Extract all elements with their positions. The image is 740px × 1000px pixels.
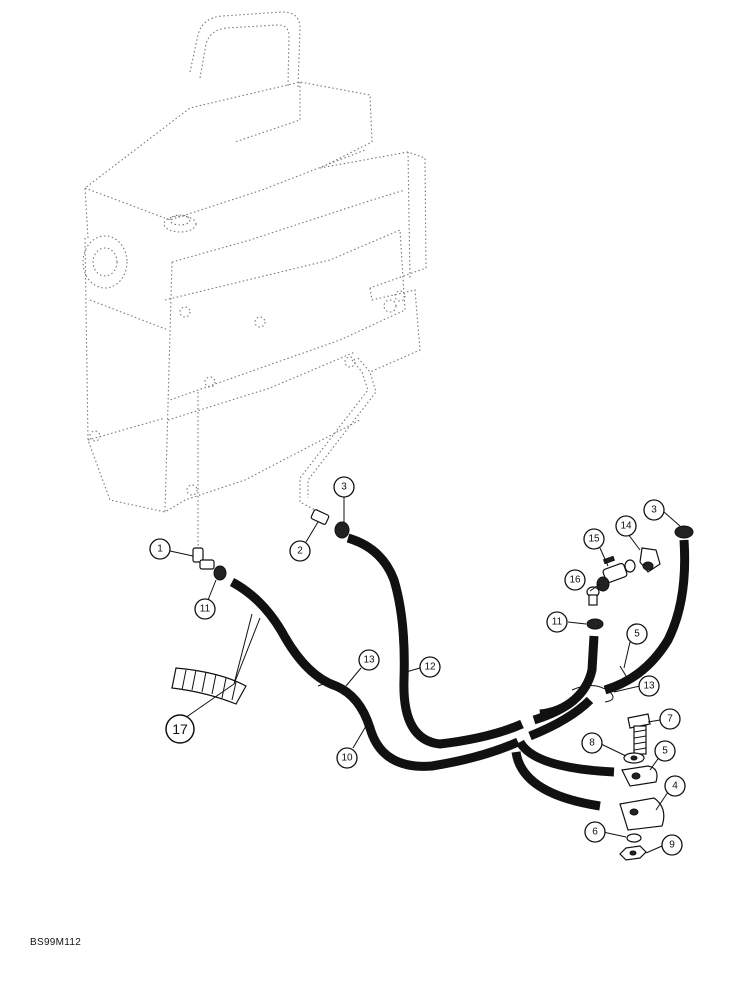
elbow-fitting-14: [639, 547, 661, 573]
engine-outline: [82, 11, 427, 548]
callout-7: 7: [659, 708, 681, 730]
callout-1: 1: [149, 538, 171, 560]
svg-text:14: 14: [620, 521, 632, 532]
tie-strap-13-right: [571, 685, 614, 703]
svg-text:3: 3: [651, 505, 657, 516]
svg-text:3: 3: [341, 482, 347, 493]
svg-text:4: 4: [672, 781, 678, 792]
callout-3: 3: [643, 499, 665, 521]
callout-5: 5: [654, 740, 676, 762]
double-clamp-4: [619, 797, 665, 831]
svg-text:9: 9: [669, 840, 675, 851]
single-clamp-5: [621, 765, 658, 787]
fittings: [171, 509, 694, 861]
callout-12: 12: [419, 656, 441, 678]
callout-4: 4: [664, 775, 686, 797]
svg-text:13: 13: [643, 681, 655, 692]
hose-clamp-11-right: [586, 618, 604, 630]
svg-text:15: 15: [588, 534, 600, 545]
callout-14: 14: [615, 515, 637, 537]
svg-text:10: 10: [341, 753, 353, 764]
svg-text:16: 16: [569, 575, 581, 586]
leader-lines: [169, 496, 681, 854]
shutoff-valve-15: [596, 555, 636, 592]
tie-strap-5: [619, 665, 627, 677]
callout-10: 10: [336, 747, 358, 769]
svg-text:11: 11: [552, 617, 563, 628]
washer-hole-icon: [630, 755, 638, 761]
callout-11: 11: [546, 611, 568, 633]
svg-text:7: 7: [667, 714, 673, 725]
callout-11: 11: [194, 598, 216, 620]
figure-code: BS99M112: [30, 937, 82, 948]
callout-6: 6: [584, 821, 606, 843]
svg-text:8: 8: [589, 738, 595, 749]
svg-text:13: 13: [363, 655, 375, 666]
callout-15: 15: [583, 528, 605, 550]
svg-text:6: 6: [592, 827, 598, 838]
svg-text:1: 1: [157, 544, 163, 555]
hose-sleeve-17: [171, 667, 247, 705]
lock-washer-6: [626, 833, 642, 843]
callout-2: 2: [289, 540, 311, 562]
callout-16: 16: [564, 569, 586, 591]
callout-17: 17: [165, 714, 195, 744]
elbow-fitting-1: [192, 547, 227, 581]
svg-text:11: 11: [200, 604, 211, 615]
fitting-16: [586, 586, 600, 606]
svg-text:5: 5: [634, 629, 640, 640]
hose-clamp-3-right: [674, 525, 694, 539]
callout-13: 13: [358, 649, 380, 671]
callouts: 1 2 3 3 4 5 5 6 7 8 9 10 11 11 12 13 13 …: [149, 476, 686, 856]
tie-strap-13-left: [317, 682, 351, 693]
svg-text:12: 12: [424, 662, 436, 673]
callout-5: 5: [626, 623, 648, 645]
nut-9: [619, 845, 647, 861]
hoses: [229, 533, 690, 811]
callout-9: 9: [661, 834, 683, 856]
callout-8: 8: [581, 732, 603, 754]
bolt-7: [627, 713, 651, 755]
svg-text:2: 2: [297, 546, 303, 557]
straight-fitting-2: [310, 509, 350, 539]
callout-13: 13: [638, 675, 660, 697]
callout-3: 3: [333, 476, 355, 498]
svg-text:5: 5: [662, 746, 668, 757]
svg-text:17: 17: [172, 721, 188, 737]
